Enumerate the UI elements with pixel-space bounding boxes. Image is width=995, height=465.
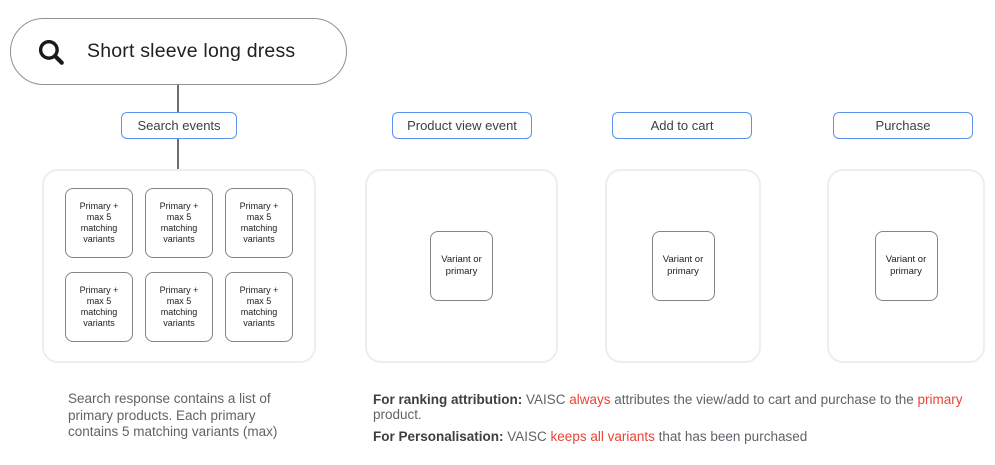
primary-variants-box-label: Primary + max 5 matching variants — [239, 201, 279, 244]
primary-variants-box: Primary + max 5 matching variants — [65, 272, 133, 342]
primary-variants-box-label: Primary + max 5 matching variants — [79, 201, 119, 244]
note-segment: keeps all variants — [550, 429, 655, 444]
personalisation-note: For Personalisation: VAISC keeps all var… — [373, 429, 985, 444]
purchase-panel: Variant or primary — [827, 169, 985, 363]
event-chip-label: Purchase — [875, 118, 931, 133]
note-segment: that has been purchased — [654, 429, 808, 444]
note-segment: For Personalisation: — [373, 429, 504, 444]
note-segment: attributes the view/add to cart and purc… — [610, 392, 918, 407]
event-chip-label: Add to cart — [650, 118, 714, 133]
primary-variants-box: Primary + max 5 matching variants — [145, 272, 213, 342]
note-segment: For ranking attribution: — [373, 392, 523, 407]
primary-variants-box-label: Primary + max 5 matching variants — [159, 285, 199, 328]
ranking-attribution-note: For ranking attribution: VAISC always at… — [373, 392, 985, 422]
note-segment: primary — [917, 392, 963, 407]
search-query-text: Short sleeve long dress — [87, 40, 296, 62]
variant-or-primary-box-label: Variant or primary — [441, 254, 482, 277]
note-segment: VAISC — [503, 429, 551, 444]
primary-variants-box-label: Primary + max 5 matching variants — [239, 285, 279, 328]
search-icon — [38, 39, 64, 65]
primary-variants-box: Primary + max 5 matching variants — [225, 188, 293, 258]
variant-or-primary-box: Variant or primary — [874, 231, 938, 301]
event-chip-product-view: Product view event — [392, 112, 532, 139]
primary-variants-box-label: Primary + max 5 matching variants — [159, 201, 199, 244]
primary-variants-box-label: Primary + max 5 matching variants — [79, 285, 119, 328]
event-chip-add-to-cart: Add to cart — [612, 112, 752, 139]
primary-variants-box: Primary + max 5 matching variants — [145, 188, 213, 258]
event-chip-purchase: Purchase — [833, 112, 973, 139]
note-segment: VAISC — [522, 392, 570, 407]
primary-variants-box: Primary + max 5 matching variants — [225, 272, 293, 342]
note-segment: always — [569, 392, 611, 407]
variant-or-primary-box: Variant or primary — [651, 231, 715, 301]
attribution-notes: For ranking attribution: VAISC always at… — [373, 392, 985, 451]
search-input[interactable]: Short sleeve long dress — [10, 18, 347, 85]
primary-variants-box: Primary + max 5 matching variants — [65, 188, 133, 258]
variant-or-primary-box-label: Variant or primary — [885, 254, 927, 277]
event-chip-search-events: Search events — [121, 112, 237, 139]
search-events-panel: Primary + max 5 matching variants Primar… — [42, 169, 316, 363]
variant-or-primary-box: Variant or primary — [430, 231, 493, 301]
add-to-cart-panel: Variant or primary — [605, 169, 761, 363]
search-response-caption: Search response contains a list of prima… — [68, 391, 278, 439]
event-chip-label: Search events — [137, 118, 221, 133]
event-chip-label: Product view event — [407, 118, 517, 133]
variant-or-primary-box-label: Variant or primary — [662, 254, 704, 277]
note-segment: product. — [373, 407, 422, 422]
product-view-panel: Variant or primary — [365, 169, 558, 363]
